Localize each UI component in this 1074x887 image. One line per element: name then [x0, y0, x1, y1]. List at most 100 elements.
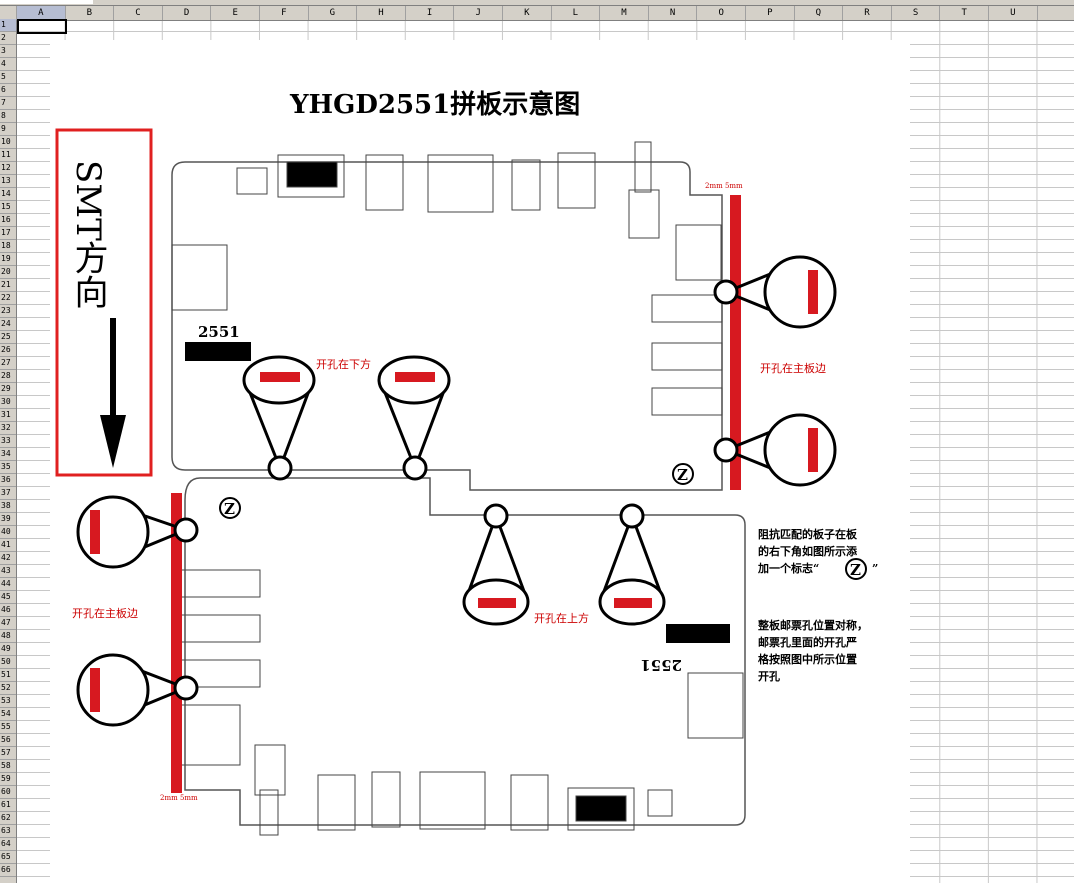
- row-header-32[interactable]: 32: [0, 422, 16, 435]
- row-header-39[interactable]: 39: [0, 513, 16, 526]
- column-header-c[interactable]: C: [114, 6, 163, 20]
- board-label-2551-rotated: 2551: [640, 656, 682, 674]
- row-header-18[interactable]: 18: [0, 240, 16, 253]
- column-header-g[interactable]: G: [309, 6, 358, 20]
- row-header-20[interactable]: 20: [0, 266, 16, 279]
- row-header-3[interactable]: 3: [0, 45, 16, 58]
- column-header-q[interactable]: Q: [795, 6, 844, 20]
- row-header-28[interactable]: 28: [0, 370, 16, 383]
- column-header-i[interactable]: I: [406, 6, 455, 20]
- row-header-6[interactable]: 6: [0, 84, 16, 97]
- column-header-k[interactable]: K: [503, 6, 552, 20]
- row-header-45[interactable]: 45: [0, 591, 16, 604]
- row-header-9[interactable]: 9: [0, 123, 16, 136]
- row-header-11[interactable]: 11: [0, 149, 16, 162]
- row-header-15[interactable]: 15: [0, 201, 16, 214]
- row-header-34[interactable]: 34: [0, 448, 16, 461]
- row-header-50[interactable]: 50: [0, 656, 16, 669]
- formula-bar-edge: [0, 0, 1074, 5]
- active-cell-a1[interactable]: [17, 19, 67, 34]
- row-header-23[interactable]: 23: [0, 305, 16, 318]
- row-header-26[interactable]: 26: [0, 344, 16, 357]
- row-header-7[interactable]: 7: [0, 97, 16, 110]
- row-header-58[interactable]: 58: [0, 760, 16, 773]
- row-header-47[interactable]: 47: [0, 617, 16, 630]
- column-header-d[interactable]: D: [163, 6, 212, 20]
- row-header-21[interactable]: 21: [0, 279, 16, 292]
- column-header-u[interactable]: U: [989, 6, 1038, 20]
- row-header-56[interactable]: 56: [0, 734, 16, 747]
- row-header-33[interactable]: 33: [0, 435, 16, 448]
- name-box[interactable]: [0, 0, 93, 4]
- column-header-t[interactable]: T: [940, 6, 989, 20]
- column-header-r[interactable]: R: [843, 6, 892, 20]
- row-header-43[interactable]: 43: [0, 565, 16, 578]
- column-header-f[interactable]: F: [260, 6, 309, 20]
- column-header-a[interactable]: A: [17, 6, 66, 20]
- svg-text:的右下角如图所示添: 的右下角如图所示添: [758, 544, 858, 558]
- row-header-42[interactable]: 42: [0, 552, 16, 565]
- smt-direction-label: SMT方向: [68, 160, 108, 309]
- row-header-53[interactable]: 53: [0, 695, 16, 708]
- column-header-m[interactable]: M: [600, 6, 649, 20]
- row-header-59[interactable]: 59: [0, 773, 16, 786]
- row-header-62[interactable]: 62: [0, 812, 16, 825]
- row-header-29[interactable]: 29: [0, 383, 16, 396]
- label-black-bar: [185, 342, 251, 361]
- row-header-44[interactable]: 44: [0, 578, 16, 591]
- row-header-60[interactable]: 60: [0, 786, 16, 799]
- row-header-24[interactable]: 24: [0, 318, 16, 331]
- column-header-j[interactable]: J: [454, 6, 503, 20]
- column-header-b[interactable]: B: [66, 6, 115, 20]
- row-header-57[interactable]: 57: [0, 747, 16, 760]
- row-header-66[interactable]: 66: [0, 864, 16, 877]
- row-header-25[interactable]: 25: [0, 331, 16, 344]
- row-header-52[interactable]: 52: [0, 682, 16, 695]
- row-header-30[interactable]: 30: [0, 396, 16, 409]
- row-header-41[interactable]: 41: [0, 539, 16, 552]
- row-header-1[interactable]: 1: [0, 19, 16, 32]
- row-header-10[interactable]: 10: [0, 136, 16, 149]
- row-header-5[interactable]: 5: [0, 71, 16, 84]
- row-header-63[interactable]: 63: [0, 825, 16, 838]
- row-header-2[interactable]: 2: [0, 32, 16, 45]
- row-header-17[interactable]: 17: [0, 227, 16, 240]
- row-header-35[interactable]: 35: [0, 461, 16, 474]
- column-header-s[interactable]: S: [892, 6, 941, 20]
- hole-above-label: 开孔在上方: [534, 611, 589, 625]
- row-header-8[interactable]: 8: [0, 110, 16, 123]
- row-header-54[interactable]: 54: [0, 708, 16, 721]
- row-header-27[interactable]: 27: [0, 357, 16, 370]
- row-header-55[interactable]: 55: [0, 721, 16, 734]
- column-header-l[interactable]: L: [552, 6, 601, 20]
- callout-red-details: [90, 270, 818, 712]
- row-header-40[interactable]: 40: [0, 526, 16, 539]
- row-header-48[interactable]: 48: [0, 630, 16, 643]
- row-header-49[interactable]: 49: [0, 643, 16, 656]
- row-header-12[interactable]: 12: [0, 162, 16, 175]
- row-header-61[interactable]: 61: [0, 799, 16, 812]
- row-header-37[interactable]: 37: [0, 487, 16, 500]
- row-header-4[interactable]: 4: [0, 58, 16, 71]
- row-header-65[interactable]: 65: [0, 851, 16, 864]
- embedded-diagram-image[interactable]: YHGD2551拼板示意图 SMT方向 2551 2551 2mm 5mm 2m…: [50, 40, 910, 883]
- row-header-13[interactable]: 13: [0, 175, 16, 188]
- column-header-n[interactable]: N: [649, 6, 698, 20]
- row-header-38[interactable]: 38: [0, 500, 16, 513]
- row-header-14[interactable]: 14: [0, 188, 16, 201]
- row-header-16[interactable]: 16: [0, 214, 16, 227]
- svg-text:Z: Z: [677, 466, 688, 484]
- column-header-p[interactable]: P: [746, 6, 795, 20]
- row-header-64[interactable]: 64: [0, 838, 16, 851]
- column-header-h[interactable]: H: [357, 6, 406, 20]
- row-header-31[interactable]: 31: [0, 409, 16, 422]
- row-header-51[interactable]: 51: [0, 669, 16, 682]
- row-header-19[interactable]: 19: [0, 253, 16, 266]
- row-header-22[interactable]: 22: [0, 292, 16, 305]
- column-header-o[interactable]: O: [697, 6, 746, 20]
- row-header-46[interactable]: 46: [0, 604, 16, 617]
- column-header-e[interactable]: E: [211, 6, 260, 20]
- select-all-corner[interactable]: [0, 6, 17, 20]
- hole-main-edge-left-label: 开孔在主板边: [72, 606, 138, 620]
- row-header-36[interactable]: 36: [0, 474, 16, 487]
